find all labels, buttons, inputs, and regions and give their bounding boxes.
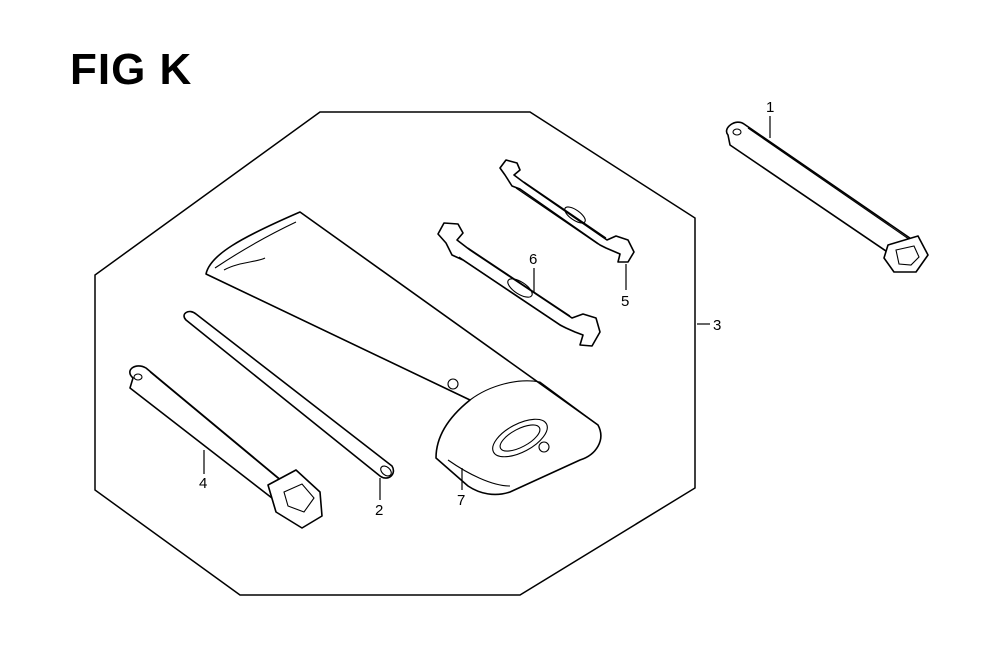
tommy-bar [183, 310, 395, 479]
callout-3: 3 [713, 317, 721, 334]
callout-2: 2 [375, 502, 383, 519]
tool-kit-boundary [94, 111, 696, 596]
spark-plug-wrench [129, 365, 323, 529]
box-wrench-long [725, 121, 929, 273]
callout-5: 5 [621, 293, 629, 310]
callout-4: 4 [199, 475, 207, 492]
callout-6: 6 [529, 251, 537, 268]
callout-1: 1 [766, 99, 774, 116]
wrench-large [437, 222, 601, 347]
callout-7: 7 [457, 492, 465, 509]
wrench-small [499, 159, 635, 263]
tool-pouch [205, 211, 602, 496]
figure-title: FIG K [70, 45, 193, 94]
